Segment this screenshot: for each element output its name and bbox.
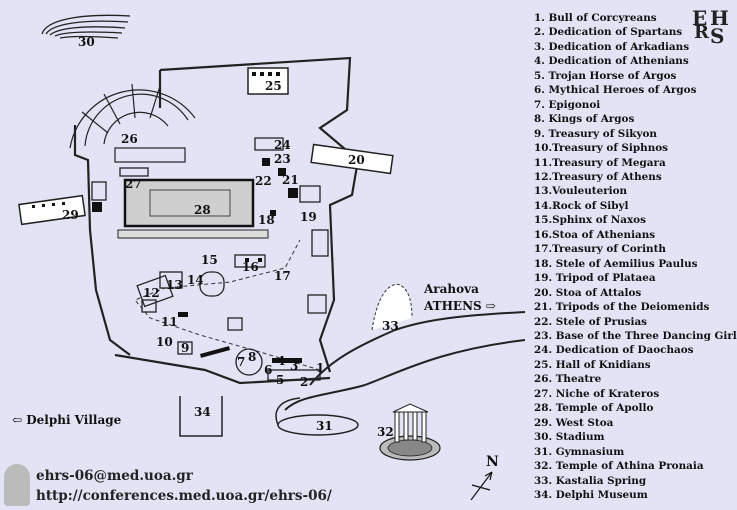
delphi-village-label: ⇦ Delphi Village	[12, 413, 122, 427]
map-number-14: 14	[187, 273, 204, 287]
map-number-13: 13	[166, 278, 183, 292]
legend-item: 22. Stele of Prusias	[534, 315, 648, 328]
map-legend: 1. Bull of Corcyreans 2. Dedication of S…	[534, 11, 737, 502]
building-outlines	[91, 137, 329, 381]
legend-item: 34. Delphi Museum	[534, 488, 648, 501]
legend-item: 2. Dedication of Spartans	[534, 26, 683, 39]
legend-item: 24. Dedication of Daochaos	[534, 344, 694, 357]
theatre	[69, 83, 196, 163]
map-number-9: 9	[181, 341, 189, 355]
north-label: N	[486, 454, 499, 470]
logo-letter: E	[692, 6, 708, 30]
legend-item: 6. Mythical Heroes of Argos	[534, 84, 697, 97]
legend-item: 30. Stadium	[534, 431, 605, 444]
legend-item: 4. Dedication of Athenians	[534, 55, 689, 68]
temple-of-athina-pronaia	[379, 403, 441, 461]
legend-item: 29. West Stoa	[534, 416, 614, 429]
map-number-25: 25	[265, 79, 282, 93]
legend-item: 27. Niche of Krateros	[534, 387, 660, 400]
map-number-17: 17	[274, 269, 291, 283]
map-number-labels: 1 2 3 4 5 6 7 8 9 10 11 12 13 14 15 16 1…	[62, 35, 399, 439]
stadium-outline	[41, 14, 131, 39]
legend-item: 10.Treasury of Siphnos	[534, 142, 669, 155]
legend-item: 9. Treasury of Sikyon	[534, 127, 657, 140]
map-number-7: 7	[237, 355, 245, 369]
map-number-23: 23	[274, 152, 291, 166]
legend-item: 25. Hall of Knidians	[534, 358, 651, 371]
legend-item: 28. Temple of Apollo	[534, 402, 654, 415]
legend-item: 5. Trojan Horse of Argos	[534, 69, 677, 82]
map-number-21: 21	[282, 173, 299, 187]
map-number-15: 15	[201, 253, 218, 267]
map-number-26: 26	[121, 132, 138, 146]
legend-item: 13.Vouleuterion	[534, 185, 628, 198]
map-number-12: 12	[143, 286, 160, 300]
map-number-18: 18	[258, 213, 275, 227]
map-number-22: 22	[255, 174, 272, 188]
monument-markers	[32, 72, 302, 363]
map-number-33: 33	[382, 319, 399, 333]
map-number-11: 11	[161, 315, 178, 329]
footer-url-link[interactable]: http://conferences.med.uoa.gr/ehrs-06/	[36, 488, 332, 504]
legend-item: 26. Theatre	[534, 373, 602, 386]
logo-letter: H	[710, 6, 729, 30]
athens-label: ATHENS ⇨	[424, 299, 496, 313]
map-number-31: 31	[316, 419, 333, 433]
map-number-30: 30	[78, 35, 95, 49]
legend-item: 21. Tripods of the Deiomenids	[534, 301, 710, 314]
footer: ehrs-06@med.uoa.gr http://conferences.me…	[4, 462, 354, 508]
legend-item: 14.Rock of Sibyl	[534, 199, 629, 212]
logo-letter: R	[694, 22, 709, 43]
legend-item: 7. Epigonoi	[534, 98, 601, 111]
legend-item: 32. Temple of Athina Pronaia	[534, 460, 704, 473]
road-to-athens	[284, 311, 526, 411]
legend-item: 33. Kastalia Spring	[534, 474, 647, 487]
legend-item: 15.Sphinx of Naxos	[534, 214, 646, 227]
map-number-1: 1	[316, 361, 324, 375]
map-number-34: 34	[194, 405, 211, 419]
legend-item: 18. Stele of Aemilius Paulus	[534, 257, 698, 270]
legend-item: 20. Stoa of Attalos	[534, 286, 642, 299]
map-number-32: 32	[377, 425, 394, 439]
legend-item: 1. Bull of Corcyreans	[534, 12, 657, 24]
map-number-3: 3	[290, 359, 298, 373]
arahova-label: Arahova	[424, 282, 479, 296]
statue-bust-image	[4, 464, 30, 506]
map-number-20: 20	[348, 153, 365, 167]
stoa-of-attalos	[310, 143, 394, 175]
west-stoa	[18, 194, 86, 226]
gymnasium	[275, 397, 359, 436]
map-number-4: 4	[277, 354, 285, 368]
map-number-24: 24	[274, 138, 291, 152]
map-number-8: 8	[248, 350, 256, 364]
temple-of-apollo	[117, 178, 269, 239]
legend-item: 11.Treasury of Megara	[534, 156, 666, 169]
legend-item: 3. Dedication of Arkadians	[534, 40, 690, 53]
map-number-6: 6	[264, 363, 272, 377]
map-number-2: 2	[300, 375, 308, 389]
footer-email-link[interactable]: ehrs-06@med.uoa.gr	[36, 468, 193, 484]
legend-item: 19. Tripod of Plataea	[534, 272, 656, 285]
kastalia-spring	[371, 283, 413, 331]
map-number-10: 10	[156, 335, 173, 349]
map-number-29: 29	[62, 208, 79, 222]
legend-item: 23. Base of the Three Dancing Girls	[534, 329, 737, 342]
map-number-27: 27	[125, 177, 142, 191]
legend-item: 12.Treasury of Athens	[534, 170, 662, 183]
legend-item: 31. Gymnasium	[534, 445, 625, 458]
legend-item: 8. Kings of Argos	[534, 113, 635, 126]
map-number-16: 16	[242, 260, 259, 274]
map-number-5: 5	[276, 373, 284, 387]
north-arrow	[470, 471, 493, 501]
delphi-museum	[179, 396, 223, 437]
map-number-28: 28	[194, 203, 211, 217]
sacred-way	[134, 239, 321, 371]
logo-letter: S	[710, 24, 725, 48]
legend-item: 16.Stoa of Athenians	[534, 228, 656, 241]
map-number-19: 19	[300, 210, 317, 224]
legend-item: 17.Treasury of Corinth	[534, 243, 666, 256]
ehrs-logo: E H R S	[690, 6, 734, 48]
